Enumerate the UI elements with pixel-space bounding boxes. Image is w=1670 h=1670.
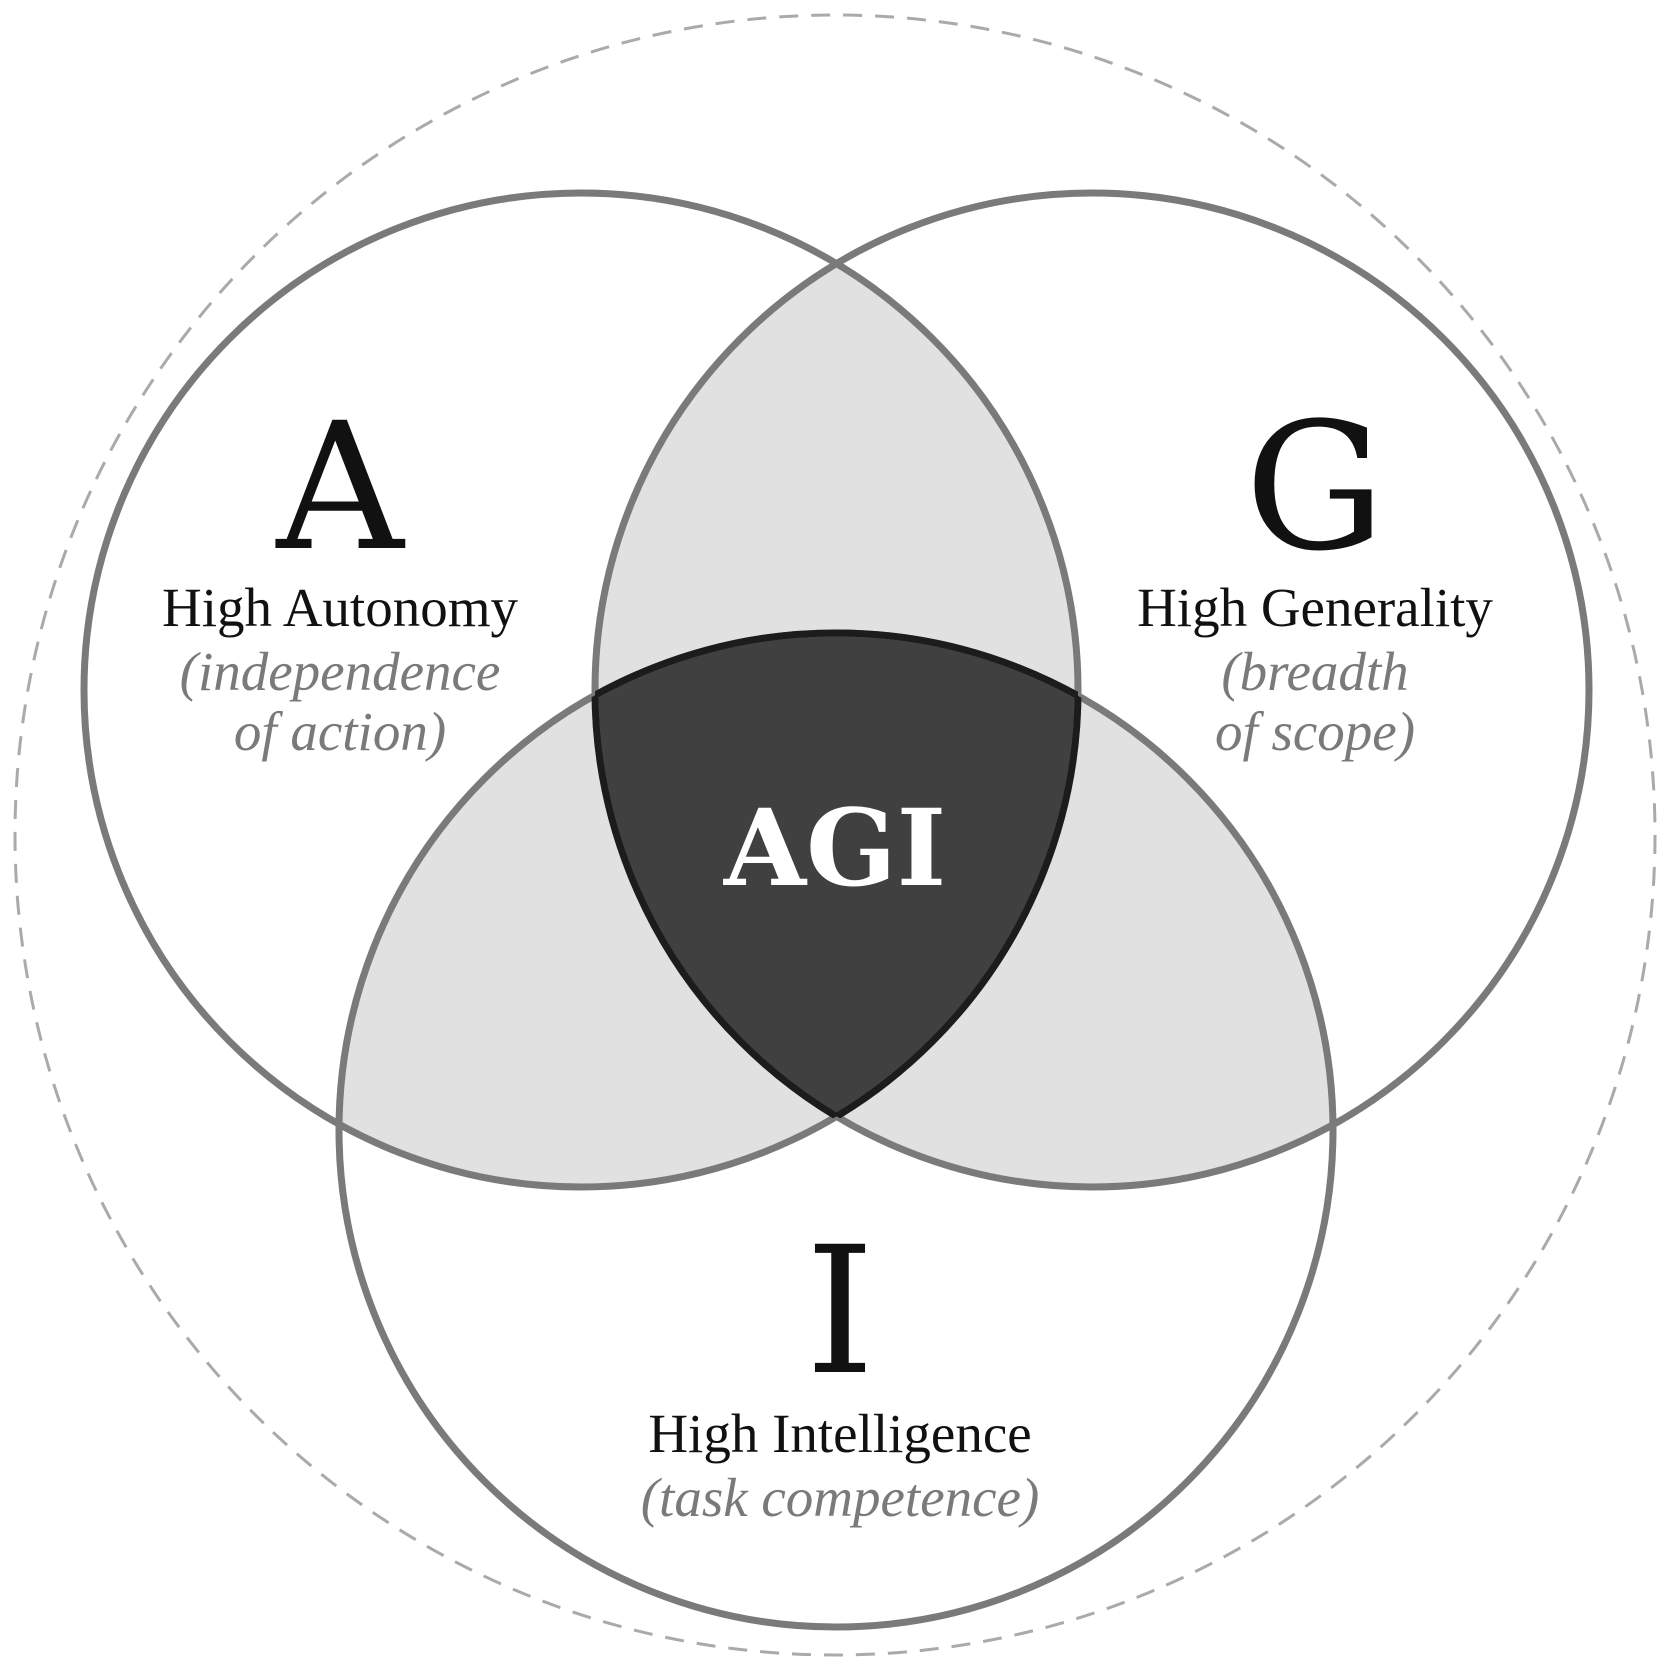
- circle-generality: [591, 189, 1593, 1191]
- generality-description-line2: of scope): [1215, 701, 1415, 762]
- autonomy-description-line1: (independence: [180, 641, 501, 702]
- intelligence-title: High Intelligence: [648, 1403, 1031, 1464]
- intelligence-description: (task competence): [641, 1467, 1040, 1528]
- generality-description-line1: (breadth: [1221, 641, 1408, 702]
- generality-letter: G: [1245, 385, 1386, 590]
- circle-autonomy: [80, 189, 1082, 1191]
- agi-outline-intelligence-arc: [595, 629, 1078, 1187]
- autonomy-title: High Autonomy: [162, 577, 518, 638]
- intelligence-letter: I: [805, 1209, 875, 1414]
- autonomy-letter: A: [274, 385, 405, 590]
- agi-center-label: AGI: [723, 785, 946, 910]
- outer-boundary-ring: [13, 13, 1657, 1657]
- autonomy-description-line2: of action): [234, 701, 446, 762]
- generality-title: High Generality: [1137, 577, 1493, 638]
